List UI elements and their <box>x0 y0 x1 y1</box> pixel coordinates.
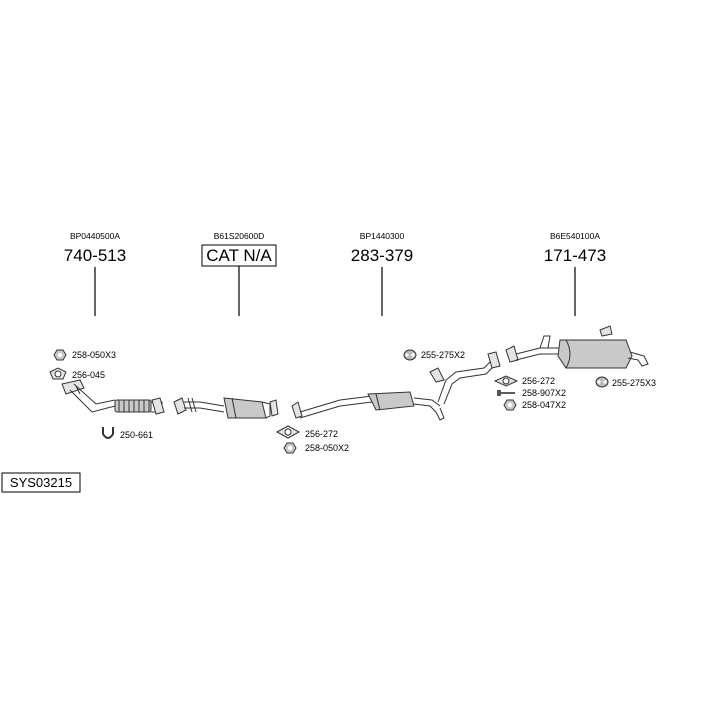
rubber-hanger-icon <box>403 349 417 361</box>
u-bolt-icon <box>102 427 114 439</box>
system-code: SYS03215 <box>10 475 72 490</box>
fitting-label-ubolt-front[interactable]: 250-661 <box>120 430 153 440</box>
gasket-icon <box>49 367 67 380</box>
fitting-label-nut-rear[interactable]: 258-047X2 <box>522 400 566 410</box>
fitting-label-nut-front[interactable]: 258-050X3 <box>72 350 116 360</box>
oem-number-1: BP0440500A <box>70 231 120 241</box>
fitting-label-nut-cat[interactable]: 258-050X2 <box>305 443 349 453</box>
oem-number-3: BP1440300 <box>360 231 405 241</box>
part-number-1[interactable]: 740-513 <box>64 246 126 265</box>
fitting-label-hanger-rear[interactable]: 255-275X3 <box>612 378 656 388</box>
bolt-icon <box>497 390 515 396</box>
intermediate-pipe-drawing <box>291 351 501 421</box>
rubber-hanger-icon <box>595 376 609 388</box>
part-number-4[interactable]: 171-473 <box>544 246 606 265</box>
fitting-label-gasket-front[interactable]: 256-045 <box>72 370 105 380</box>
catalytic-converter-drawing <box>173 397 279 419</box>
fitting-label-gasket-rear[interactable]: 256-272 <box>522 376 555 386</box>
part-number-2[interactable]: CAT N/A <box>206 246 272 265</box>
fitting-label-bolt-rear[interactable]: 258-907X2 <box>522 388 566 398</box>
gasket-icon <box>493 375 519 387</box>
fitting-label-hanger-mid[interactable]: 255-275X2 <box>421 350 465 360</box>
oem-number-2: B61S20600D <box>214 231 265 241</box>
front-pipe-drawing <box>61 379 165 415</box>
oem-number-4: B6E540100A <box>550 231 600 241</box>
part-number-3[interactable]: 283-379 <box>351 246 413 265</box>
system-code-box <box>1 472 81 493</box>
rear-silencer-drawing <box>505 325 649 369</box>
fitting-label-gasket-cat[interactable]: 256-272 <box>305 429 338 439</box>
gasket-icon <box>275 425 301 439</box>
